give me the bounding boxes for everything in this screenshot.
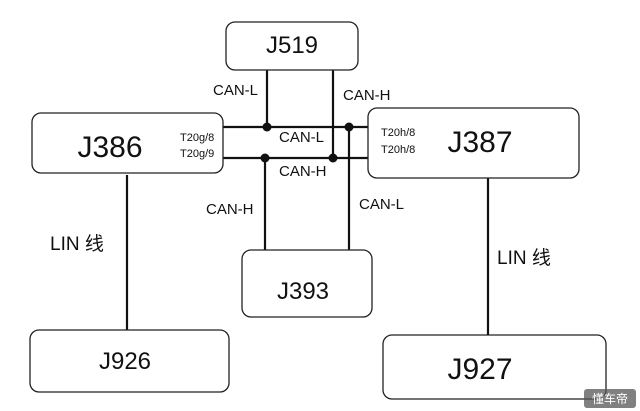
pin-label-j387-top: T20h/8 xyxy=(381,127,415,139)
module-box-j519 xyxy=(225,21,359,71)
module-box-j386 xyxy=(31,112,224,174)
watermark-background xyxy=(584,389,636,408)
module-label-j927: J927 xyxy=(447,353,512,386)
wire-label-j519-can-h: CAN-H xyxy=(343,87,391,104)
wire-label-lin-right: LIN 线 xyxy=(497,247,551,269)
module-box-j387 xyxy=(367,107,580,179)
wire-label-j393-can-h: CAN-H xyxy=(206,201,254,218)
pin-label-j386-bottom: T20g/9 xyxy=(180,148,214,160)
wire-label-bus-can-l: CAN-L xyxy=(279,129,324,146)
pin-label-j387-bottom: T20h/8 xyxy=(381,144,415,156)
wire-label-bus-can-h: CAN-H xyxy=(279,163,327,180)
module-label-j387: J387 xyxy=(447,126,512,159)
pin-label-j386-top: T20g/8 xyxy=(180,132,214,144)
wire-label-j519-can-l: CAN-L xyxy=(213,82,258,99)
wire-label-j393-can-l: CAN-L xyxy=(359,196,404,213)
module-box-j926 xyxy=(29,329,230,393)
module-box-j927 xyxy=(382,334,607,400)
junction-dot xyxy=(328,153,338,163)
module-label-j386: J386 xyxy=(77,131,142,164)
junction-dot xyxy=(260,153,270,163)
watermark-text: 懂车帝 xyxy=(592,391,628,406)
module-label-j519: J519 xyxy=(266,32,318,59)
junction-dot xyxy=(262,122,272,132)
module-label-j393: J393 xyxy=(277,278,329,305)
junction-dot xyxy=(344,122,354,132)
wire-label-lin-left: LIN 线 xyxy=(50,233,104,255)
module-label-j926: J926 xyxy=(99,348,151,375)
module-box-j393 xyxy=(241,249,373,318)
